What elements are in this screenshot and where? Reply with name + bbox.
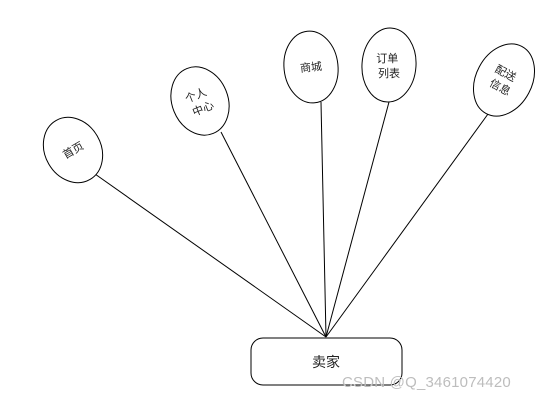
- node-order-list: 订单 列表: [361, 27, 417, 103]
- node-delivery-info: 配送 信息: [473, 43, 535, 117]
- node-mall-label: 商城: [299, 59, 322, 75]
- node-home-shape: [42, 116, 104, 184]
- node-personal-center-shape: [170, 66, 230, 136]
- node-order-list-line-1: 订单: [376, 52, 398, 65]
- edge-mall: [320, 101, 327, 338]
- edge-home: [94, 173, 327, 338]
- node-mall-shape: [283, 30, 339, 104]
- root-node-shape: [250, 337, 403, 386]
- node-mall: 商城: [283, 30, 339, 104]
- node-delivery-info-shape: [473, 43, 535, 117]
- node-order-list-shape: [361, 27, 417, 103]
- node-mall-line-1: 商城: [299, 59, 322, 75]
- node-order-list-label: 订单 列表: [376, 52, 402, 80]
- edge-personal-center: [220, 131, 327, 338]
- root-node-label: 卖家: [312, 354, 340, 371]
- edge-order-list: [325, 101, 390, 338]
- node-home: 首页: [42, 116, 104, 184]
- node-order-list-line-2: 列表: [378, 66, 400, 80]
- root-node: 卖家: [250, 337, 403, 386]
- edge-delivery-info: [325, 113, 489, 338]
- watermark: CSDN @Q_3461074420: [342, 374, 511, 391]
- node-personal-center: 个人 中心: [170, 66, 230, 136]
